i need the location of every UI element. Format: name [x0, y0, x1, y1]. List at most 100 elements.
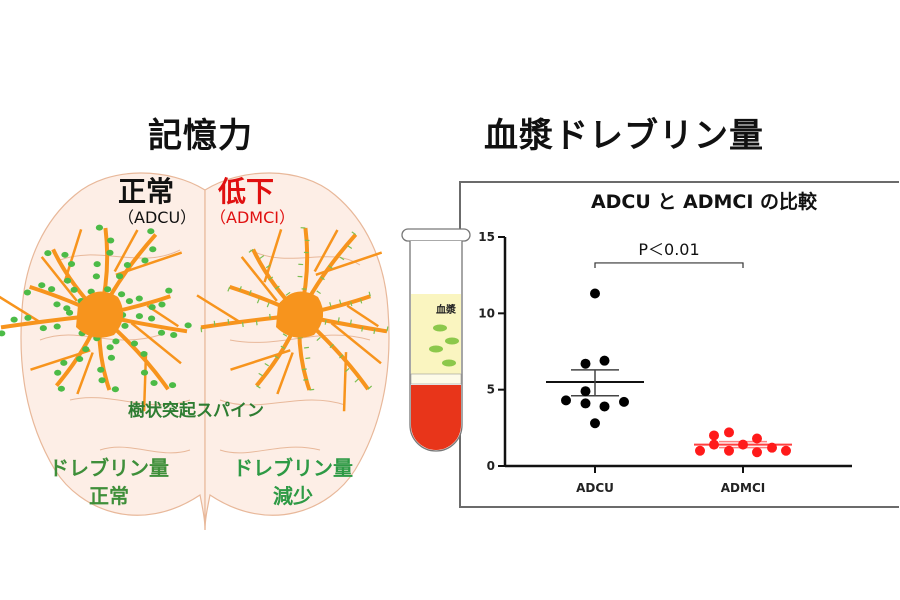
- dendrite-branch: [315, 251, 383, 276]
- chart-title: ADCU と ADMCI の比較: [591, 190, 818, 213]
- dendritic-spine: [97, 366, 105, 373]
- dendritic-spine: [148, 304, 156, 311]
- dendrite-branch: [276, 352, 294, 395]
- data-point-admci: [738, 439, 748, 450]
- y-tick-label: 15: [478, 230, 495, 244]
- dendrite-branch: [240, 256, 278, 302]
- dendritic-spine: [147, 315, 156, 322]
- dendritic-spine: [135, 295, 143, 302]
- data-point-admci: [767, 442, 777, 453]
- dendritic-spine: [38, 282, 46, 289]
- drebrin-reduced-label-line1: ドレブリン量: [233, 456, 353, 480]
- data-point-admci: [695, 445, 705, 456]
- data-point-adcu: [580, 398, 591, 409]
- dendritic-spine: [184, 322, 192, 329]
- y-tick-label: 10: [478, 306, 495, 320]
- dendritic-spine: [386, 326, 389, 332]
- dendritic-spine: [238, 286, 242, 292]
- dendritic-spine: [280, 345, 286, 350]
- dendritic-spine: [329, 343, 334, 349]
- data-point-adcu: [561, 395, 571, 406]
- dendritic-spine: [53, 301, 61, 308]
- p-value-label: P＜0.01: [638, 240, 699, 259]
- dendritic-spine: [316, 290, 321, 295]
- dendrite-branch: [346, 304, 380, 328]
- data-point-admci: [724, 445, 734, 456]
- dendritic-spine: [60, 359, 68, 366]
- plasma-particle: [445, 337, 459, 345]
- dendritic-spine: [65, 309, 74, 316]
- dendrite-branch: [76, 352, 94, 395]
- plasma-particle: [429, 345, 443, 353]
- dendritic-spine: [157, 329, 166, 336]
- dendritic-spine: [10, 316, 18, 323]
- dendritic-spine: [107, 354, 116, 361]
- dendritic-spine: [328, 265, 333, 269]
- dendritic-spine: [0, 330, 6, 337]
- brain-right-hemisphere: [204, 172, 390, 531]
- dendritic-spine: [57, 385, 65, 392]
- reduced-group-label: （ADMCI）: [210, 208, 295, 227]
- dendritic-spine: [329, 302, 332, 307]
- dendritic-spine: [266, 302, 270, 308]
- dendritic-spine: [324, 319, 327, 325]
- dendritic-spine: [76, 355, 84, 362]
- dendritic-spine: [98, 377, 106, 384]
- dendritic-spine: [125, 298, 134, 305]
- dendritic-spine: [82, 346, 90, 353]
- dendritic-spine: [316, 336, 321, 342]
- significance-annotation: P＜0.01: [594, 240, 744, 268]
- dendritic-spine: [168, 382, 177, 389]
- dendritic-spine: [63, 305, 71, 312]
- dendritic-spine: [135, 313, 144, 320]
- dendritic-spine: [227, 286, 231, 292]
- dendritic-spine: [259, 255, 265, 260]
- dendritic-spine: [274, 285, 280, 290]
- dendritic-spine: [344, 368, 350, 373]
- dendritic-spine: [303, 378, 309, 381]
- dendritic-spine: [256, 298, 260, 304]
- plasma-particle: [433, 324, 447, 332]
- dendritic-spine: [248, 290, 252, 295]
- dendritic-spine: [373, 328, 376, 334]
- dendritic-spine: [63, 277, 72, 284]
- buffy-coat-layer: [410, 373, 462, 385]
- data-point-admci: [709, 439, 719, 450]
- dendritic-spine: [158, 301, 166, 308]
- dendritic-spine: [265, 264, 271, 269]
- dendritic-spine: [53, 323, 61, 330]
- data-point-adcu: [580, 358, 591, 369]
- drebrin-normal-label-line1: ドレブリン量: [49, 456, 169, 480]
- dendrite-branch: [142, 352, 148, 412]
- significance-bracket: [594, 262, 744, 268]
- reduced-label: 低下: [218, 175, 275, 208]
- dendritic-spine: [67, 261, 76, 267]
- test-tube-icon: [401, 228, 471, 452]
- neuron-soma: [76, 291, 124, 338]
- dendritic-spine: [165, 287, 173, 294]
- dendritic-spine: [248, 248, 254, 253]
- dendritic-spine: [282, 333, 288, 337]
- data-point-adcu: [590, 418, 600, 429]
- dendritic-spine: [54, 369, 62, 376]
- dendritic-spine: [117, 291, 126, 298]
- dendritic-spine: [255, 320, 258, 326]
- dendritic-spine: [285, 291, 291, 296]
- dendrite-branch: [263, 229, 283, 283]
- dendritic-spine: [150, 379, 158, 386]
- dendritic-spine: [123, 261, 132, 268]
- dendritic-spine: [70, 286, 78, 293]
- plasma-label: 血漿: [436, 305, 456, 316]
- dendritic-spine: [269, 313, 271, 319]
- data-point-adcu: [599, 355, 610, 366]
- data-point-admci: [752, 433, 762, 444]
- plasma-particle: [442, 359, 456, 367]
- dendrite-branch: [130, 322, 182, 365]
- x-tick-label: ADMCI: [721, 481, 765, 495]
- dendritic-spine: [304, 346, 309, 349]
- blood-layer: [411, 385, 461, 450]
- dendritic-spine-label: 樹状突起スパイン: [128, 401, 264, 421]
- dendritic-spine: [258, 372, 263, 377]
- dendritic-spine: [106, 344, 114, 351]
- dendritic-spine: [350, 301, 353, 307]
